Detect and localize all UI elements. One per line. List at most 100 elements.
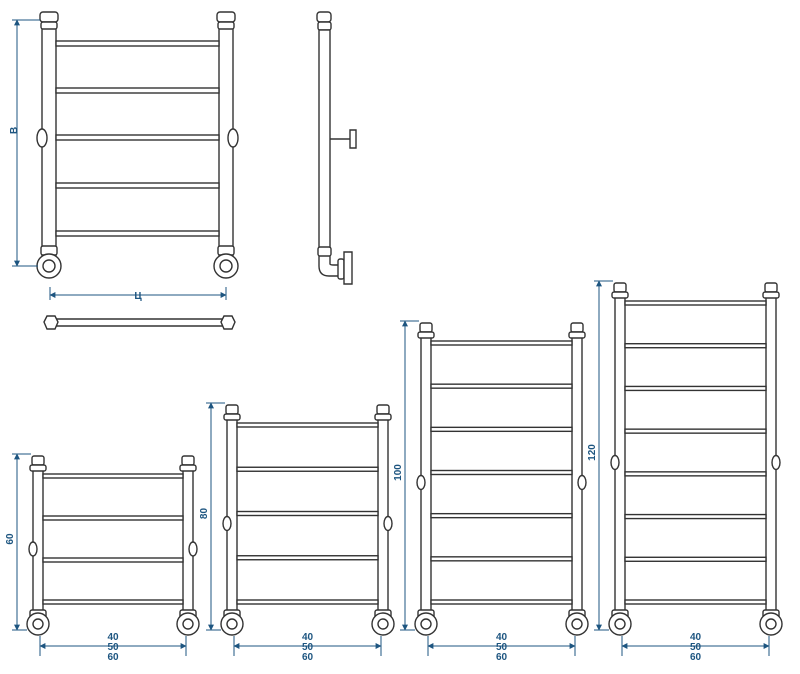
width-label: 40: [690, 632, 702, 643]
height-label: 80: [199, 508, 210, 520]
side-flange: [343, 251, 353, 285]
side-elbow-nut: [337, 258, 345, 280]
right-flange-inner: [219, 259, 233, 273]
side-bottom-nut: [317, 246, 332, 257]
width-label: 60: [302, 652, 314, 663]
width-label: 40: [496, 632, 508, 643]
crossbar: [236, 510, 379, 517]
width-label: 60: [690, 652, 702, 663]
height-label: 60: [5, 533, 16, 545]
bottom-flange-inner: [420, 618, 432, 630]
crossbar: [430, 383, 573, 389]
crossbar: [624, 300, 767, 306]
top-nut: [29, 464, 47, 472]
width-label: 50: [496, 642, 508, 653]
right-bracket: [577, 474, 587, 491]
crossbar: [430, 469, 573, 476]
left-top-cap: [39, 11, 59, 23]
crossbar: [430, 556, 573, 562]
top-cap: [181, 455, 195, 466]
top-view-right-end: [220, 315, 236, 330]
left-bracket: [28, 541, 38, 557]
left-bracket: [416, 474, 426, 491]
top-nut: [568, 331, 586, 339]
height-symbol-label: В: [9, 127, 20, 134]
crossbar: [236, 599, 379, 605]
bottom-flange-inner: [226, 618, 238, 630]
crossbar: [42, 557, 184, 563]
side-wall-bracket: [349, 129, 357, 149]
top-cap: [613, 282, 627, 293]
crossbar: [55, 134, 220, 141]
top-nut: [223, 413, 241, 421]
side-top-nut: [317, 21, 332, 31]
bottom-flange-inner: [32, 618, 44, 630]
left-bracket: [610, 454, 620, 471]
side-view: [316, 11, 357, 285]
crossbar: [236, 466, 379, 472]
width-label: 60: [107, 652, 119, 663]
crossbar: [430, 426, 573, 433]
crossbar: [430, 512, 573, 519]
width-label: 60: [496, 652, 508, 663]
width-label: 50: [690, 642, 702, 653]
top-cap: [570, 322, 584, 333]
right-bracket: [771, 454, 781, 471]
right-top-cap: [216, 11, 236, 23]
crossbar: [55, 230, 220, 237]
bottom-flange-inner: [377, 618, 389, 630]
top-nut: [374, 413, 392, 421]
crossbar: [624, 428, 767, 434]
bottom-flange-inner: [571, 618, 583, 630]
crossbar: [624, 471, 767, 477]
crossbar: [624, 599, 767, 605]
width-symbol-label: Ц: [134, 291, 142, 302]
crossbar: [55, 87, 220, 94]
crossbar: [55, 182, 220, 189]
top-nut: [762, 291, 780, 299]
left-upright: [226, 416, 238, 615]
width-label: 50: [302, 642, 314, 653]
height-dimension-main: В: [9, 19, 40, 267]
left-bracket: [222, 515, 232, 532]
right-upright: [377, 416, 389, 615]
left-top-nut: [40, 21, 58, 30]
width-label: 40: [107, 632, 119, 643]
side-top-cap: [316, 11, 332, 23]
top-cap: [31, 455, 45, 466]
left-bracket: [36, 128, 48, 148]
right-upright: [765, 294, 777, 615]
crossbar: [42, 599, 184, 605]
left-upright: [32, 467, 44, 615]
bottom-flange-inner: [614, 618, 626, 630]
top-nut: [417, 331, 435, 339]
crossbar: [624, 513, 767, 520]
right-upright: [182, 467, 194, 615]
top-cap: [419, 322, 433, 333]
right-bracket: [383, 515, 393, 532]
left-upright: [420, 334, 432, 615]
top-nut: [611, 291, 629, 299]
height-label: 100: [393, 464, 404, 481]
top-cap: [376, 404, 390, 415]
left-flange-inner: [42, 259, 56, 273]
top-view-bar: [43, 315, 236, 330]
bottom-flange-inner: [182, 618, 194, 630]
crossbar: [236, 555, 379, 561]
bottom-flange-inner: [765, 618, 777, 630]
crossbar: [624, 385, 767, 392]
side-upright: [318, 29, 331, 249]
crossbar: [42, 515, 184, 521]
width-label: 50: [107, 642, 119, 653]
crossbar: [42, 473, 184, 479]
crossbar: [624, 556, 767, 562]
top-view-left-end: [43, 315, 59, 330]
top-cap: [225, 404, 239, 415]
